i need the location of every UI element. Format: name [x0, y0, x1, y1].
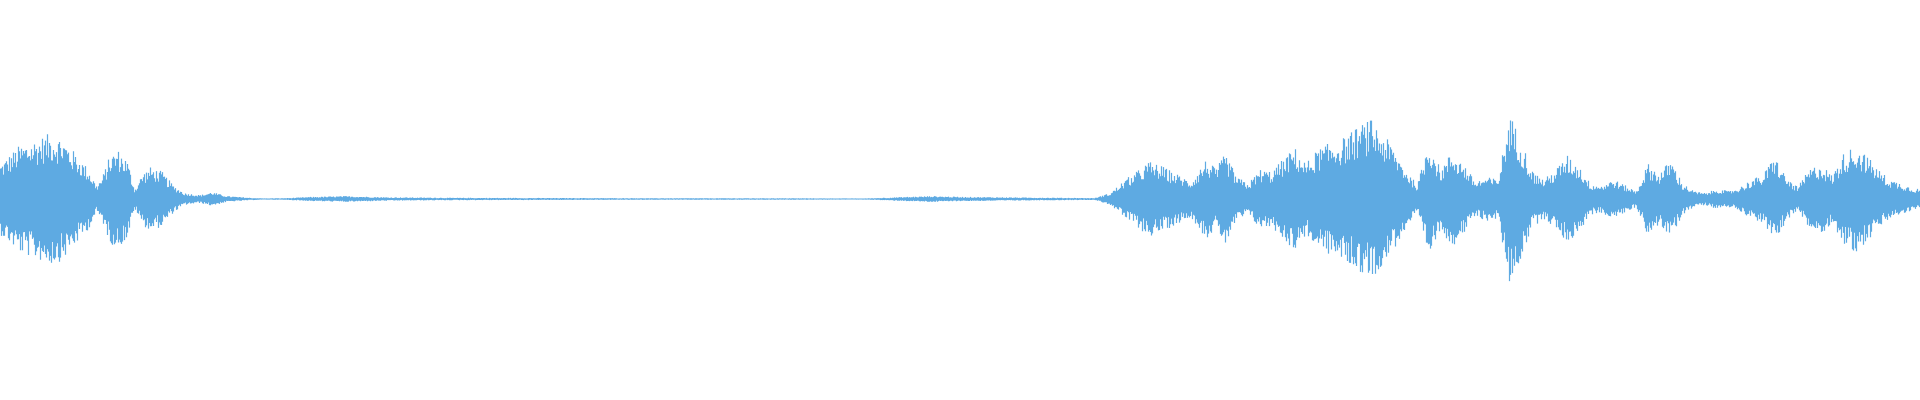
- waveform-trace: [0, 120, 1920, 282]
